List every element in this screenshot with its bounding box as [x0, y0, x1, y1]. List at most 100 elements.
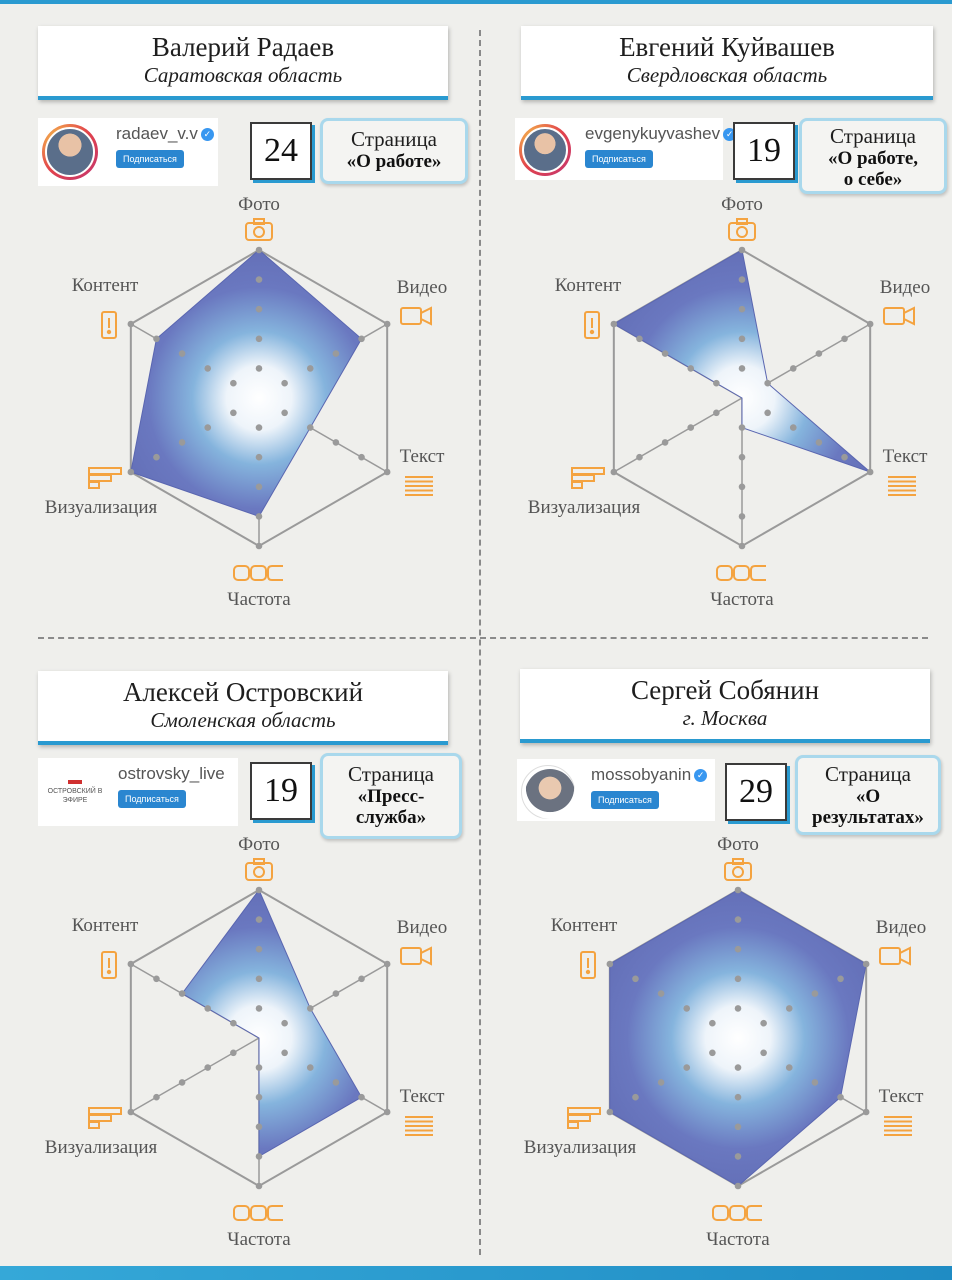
- radar-tick-dot: [815, 350, 823, 357]
- axis-label: Частота: [710, 589, 774, 610]
- content-icon: [580, 951, 596, 979]
- radar-tick-dot: [358, 1093, 365, 1101]
- radar-tick-dot: [178, 990, 186, 997]
- radar-tick-dot: [178, 1079, 186, 1086]
- axis-label: Фото: [721, 194, 763, 215]
- axis-label: Видео: [876, 917, 926, 938]
- radar-tick-dot: [255, 335, 263, 343]
- subscribe-button[interactable]: Подписаться: [116, 150, 184, 168]
- visualization-icon: [88, 467, 122, 489]
- axis-label: Видео: [397, 277, 447, 298]
- horizontal-divider: [38, 637, 928, 639]
- radar-tick-dot: [632, 1093, 639, 1101]
- panel-ostrovsky: Алексей Островский Смоленская область ОС…: [0, 641, 476, 1281]
- avatar: [519, 124, 571, 176]
- person-name: Валерий Радаев: [151, 32, 335, 62]
- radar-tick-dot: [661, 439, 669, 446]
- frequency-icon: [233, 1205, 283, 1221]
- radar-tick-dot: [734, 975, 742, 983]
- name-card: Алексей Островский Смоленская область: [38, 671, 448, 745]
- axis-label: Визуализация: [45, 1137, 158, 1158]
- radar-tick-dot: [734, 886, 742, 894]
- instagram-handle[interactable]: ostrovsky_live: [118, 764, 225, 783]
- radar-tick-dot: [255, 365, 263, 372]
- post-count: 29: [725, 763, 787, 821]
- page-type-card: Страница «О работе, о себе»: [799, 118, 947, 194]
- person-region: Свердловская область: [626, 63, 828, 87]
- axis-label: Видео: [880, 277, 930, 298]
- axis-label: Частота: [706, 1229, 770, 1250]
- axis-label: Фото: [238, 834, 280, 855]
- person-name: Евгений Куйвашев: [619, 32, 835, 62]
- radar-tick-dot: [738, 483, 746, 491]
- content-icon: [101, 311, 117, 339]
- radar-tick-dot: [306, 424, 314, 431]
- radar-tick-dot: [178, 350, 186, 357]
- radar-tick-dot: [862, 960, 870, 968]
- person-region: г. Москва: [682, 706, 768, 730]
- axis-label: Текст: [400, 446, 446, 467]
- person-region: Саратовская область: [143, 63, 343, 87]
- vertical-divider: [479, 30, 481, 1255]
- subscribe-button[interactable]: Подписаться: [118, 790, 186, 808]
- frequency-icon: [716, 565, 766, 581]
- radar-tick-dot: [709, 1019, 716, 1027]
- radar-tick-dot: [255, 1123, 263, 1131]
- instagram-handle[interactable]: radaev_v.v✓: [116, 124, 214, 144]
- radar-tick-dot: [255, 483, 263, 491]
- radar-tick-dot: [661, 350, 669, 357]
- visualization-icon: [88, 1107, 122, 1129]
- radar-tick-dot: [230, 1019, 237, 1027]
- radar-tick-dot: [383, 468, 391, 476]
- radar-tick-dot: [760, 1049, 767, 1057]
- axis-label: Видео: [397, 917, 447, 938]
- radar-tick-dot: [332, 350, 340, 357]
- radar-tick-dot: [734, 1005, 742, 1012]
- radar-tick-dot: [610, 320, 618, 328]
- radar-series-area: [181, 889, 363, 1158]
- radar-tick-dot: [862, 1108, 870, 1116]
- radar-tick-dot: [738, 542, 746, 550]
- radar-tick-dot: [738, 513, 746, 520]
- subscribe-button[interactable]: Подписаться: [585, 150, 653, 168]
- page-value: «О результатах»: [812, 786, 924, 828]
- radar-tick-dot: [255, 305, 263, 313]
- radar-tick-dot: [255, 1153, 263, 1160]
- radar-tick-dot: [610, 468, 618, 476]
- radar-tick-dot: [738, 424, 746, 431]
- radar-tick-dot: [734, 1064, 742, 1071]
- subscribe-button[interactable]: Подписаться: [591, 791, 659, 809]
- axis-label: Контент: [555, 275, 622, 296]
- radar-tick-dot: [738, 453, 746, 461]
- radar-tick-dot: [358, 975, 365, 983]
- radar-tick-dot: [281, 1049, 288, 1057]
- radar-tick-dot: [837, 975, 844, 983]
- bottom-accent-bar: [0, 1266, 952, 1280]
- radar-tick-dot: [811, 1079, 819, 1086]
- panel-radaev: Валерий Радаев Саратовская область radae…: [0, 0, 476, 640]
- radar-tick-dot: [734, 916, 742, 923]
- radar-tick-dot: [332, 439, 340, 446]
- name-card: Евгений Куйвашев Свердловская область: [521, 26, 933, 100]
- page-type-card: Страница «Пресс- служба»: [320, 753, 462, 839]
- axis-label: Фото: [238, 194, 280, 215]
- axis-label: Визуализация: [45, 497, 158, 518]
- radar-tick-dot: [255, 886, 263, 894]
- video-camera-icon: [400, 946, 432, 966]
- radar-tick-dot: [632, 975, 639, 983]
- radar-tick-dot: [738, 246, 746, 254]
- camera-icon: [728, 218, 756, 241]
- page-label: Страница: [350, 127, 438, 151]
- radar-tick-dot: [255, 424, 263, 431]
- radar-tick-dot: [636, 335, 643, 343]
- radar-spoke: [130, 1037, 260, 1113]
- camera-icon: [245, 218, 273, 241]
- channel-logo: ОСТРОВСКИЙ В ЭФИРЕ: [40, 764, 110, 820]
- page-type-card: Страница «О результатах»: [795, 755, 941, 835]
- instagram-handle[interactable]: evgenykuyvashev✓: [585, 124, 737, 144]
- text-lines-icon: [405, 1116, 433, 1136]
- radar-tick-dot: [204, 365, 212, 372]
- instagram-handle[interactable]: mossobyanin✓: [591, 765, 708, 785]
- radar-tick-dot: [153, 975, 160, 983]
